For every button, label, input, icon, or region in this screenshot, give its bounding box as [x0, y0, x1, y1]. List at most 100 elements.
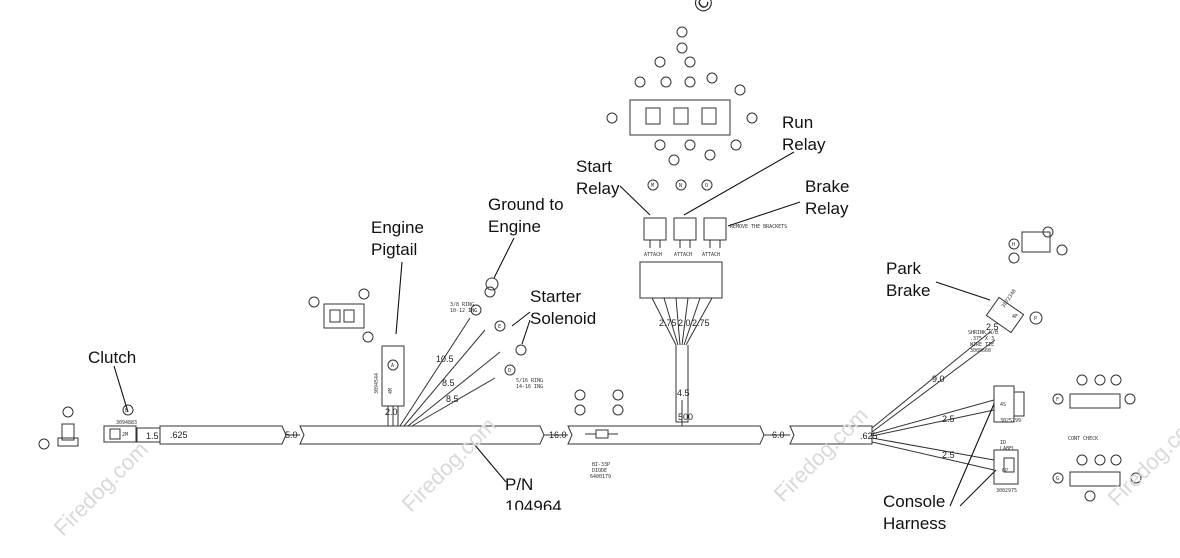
dim-10-5: 10.5 [436, 354, 454, 364]
engine-pigtail [308, 288, 405, 426]
diode-label-3: 6400179 [590, 474, 611, 480]
start-relay-line1: Start [576, 157, 612, 176]
console-line2: Harness [883, 514, 947, 533]
component-labels: 3094883 2M B 3094544 4M A 3/8 RING 10-12… [116, 183, 1098, 494]
brake-relay-callout: Brake Relay [805, 176, 849, 220]
run-relay-callout: Run Relay [782, 112, 825, 156]
park-brake-callout: Park Brake [886, 258, 930, 302]
conn-p: P [1034, 316, 1037, 322]
ground-line2: Engine [488, 217, 541, 236]
shrink-label-1: SHRINK W/B [968, 330, 998, 336]
relay-wiring-block [606, 26, 758, 191]
dim-4-5: 4.5 [677, 388, 690, 398]
relay-label-o: O [705, 183, 708, 189]
dim-2-75b: 2.75 [692, 318, 710, 328]
dim-625-right: .625 [860, 431, 878, 441]
engine-pigtail-line2: Pigtail [371, 240, 418, 259]
dim-9-0: 9.0 [932, 374, 945, 384]
console-4s: 4S [1000, 402, 1006, 408]
start-relay-callout: Start Relay [576, 156, 619, 200]
console-harness-callout: Console Harness [883, 491, 946, 535]
engine-pigtail-line1: Engine [371, 218, 424, 237]
brake-relay-line2: Relay [805, 199, 849, 218]
park-brake-line1: Park [886, 259, 921, 278]
remove-brackets-note: REMOVE THE BRACKETS [730, 224, 787, 230]
id-label: ID [1000, 440, 1006, 446]
dim-8-5b: 8.5 [446, 394, 459, 404]
dim-2-0: 2.0 [385, 407, 398, 417]
engine-pigtail-callout: Engine Pigtail [371, 217, 424, 261]
right-branches [871, 296, 1043, 485]
conn-g: G [1056, 476, 1059, 482]
diode-label-1: BI-33P [592, 462, 610, 468]
ground-line1: Ground to [488, 195, 564, 214]
conn-a: A [391, 363, 394, 369]
dim-8-5a: 8.5 [442, 378, 455, 388]
part-number-line2: 104964 [505, 497, 562, 510]
attach-label-1: ATTACH [644, 252, 662, 258]
ring-5-16-b: 14-16 ING [516, 384, 543, 390]
conn-f: F [1056, 397, 1059, 403]
dim-2-75a: 2.75 [659, 318, 677, 328]
shrink-label-2: .375 X 3 [970, 336, 994, 342]
console-line1: Console [883, 492, 946, 511]
ring-3-8: 3/8 RING [450, 302, 474, 308]
part-number-line1: P/N [505, 475, 534, 494]
dim-2-5a: 2.5 [986, 322, 999, 332]
label-text: LABEL [1000, 446, 1015, 452]
engine-connector-part: 3094544 [374, 373, 380, 394]
dimension-labels: 1.5 .625 5.0 2.0 10.5 8.5 8.5 16.0 2.75 … [146, 318, 999, 460]
starter-line1: Starter [530, 287, 582, 306]
dim-2-0b: 2.0 [678, 318, 691, 328]
park-4f: 4F [1012, 314, 1018, 320]
starter-line2: Solenoid [530, 309, 597, 328]
attach-label-3: ATTACH [702, 252, 720, 258]
cont-check-label: CONT CHECK [1068, 436, 1098, 442]
relays [639, 217, 727, 426]
dim-1-5: 1.5 [146, 431, 159, 441]
relay-label-n: N [679, 183, 682, 189]
part-number-callout: P/N 104964 [505, 474, 562, 510]
dim-6-0: 6.0 [772, 430, 785, 440]
far-right-connectors [1008, 226, 1142, 502]
ground-to-engine-callout: Ground to Engine [488, 194, 564, 238]
conn-c: C [474, 308, 477, 314]
console-6p: 6P [1002, 468, 1008, 474]
starter-solenoid-callout: Starter Solenoid [530, 286, 596, 330]
clutch-part-number: 3094883 [116, 420, 137, 426]
clutch-callout: Clutch [88, 347, 136, 369]
console-part-b: 3002975 [996, 488, 1017, 494]
brake-relay-line1: Brake [805, 177, 850, 196]
park-brake-line2: Brake [886, 281, 931, 300]
shrink-label-3: WIRE TIE [970, 342, 994, 348]
dim-2-5b: 2.5 [942, 414, 955, 424]
ring-5-16: 5/16 RING [516, 378, 543, 384]
dim-16-0: 16.0 [549, 430, 567, 440]
attach-label-2: ATTACH [674, 252, 692, 258]
relay-label-m: M [651, 183, 654, 189]
clutch-2m: 2M [122, 432, 128, 438]
park-part-number: 3072348 [1001, 288, 1018, 309]
conn-d: D [508, 368, 511, 374]
console-part-a: 3025799 [1000, 418, 1021, 424]
start-relay-line2: Relay [576, 179, 620, 198]
ring-3-8-b: 10-12 ING [450, 308, 477, 314]
mid-trunk-connectors [574, 389, 624, 439]
callout-leaders [113, 151, 997, 507]
clutch-callout-line1: Clutch [88, 348, 137, 367]
clutch-connector [38, 404, 137, 450]
conn-e: E [498, 324, 501, 330]
dim-5-0: 5.0 [285, 430, 298, 440]
conn-h: H [1012, 242, 1015, 248]
run-relay-line1: Run [782, 113, 814, 132]
dim-500: 500 [678, 412, 693, 422]
ground-starter-branches [399, 277, 527, 427]
conn-b: B [125, 408, 128, 414]
shrink-label-4: 3009660 [970, 348, 991, 354]
diode-label-2: DIODE [592, 468, 607, 474]
dim-2-5c: 2.5 [942, 450, 955, 460]
engine-4m: 4M [388, 388, 394, 394]
run-relay-line2: Relay [782, 135, 826, 154]
main-harness [136, 425, 873, 445]
